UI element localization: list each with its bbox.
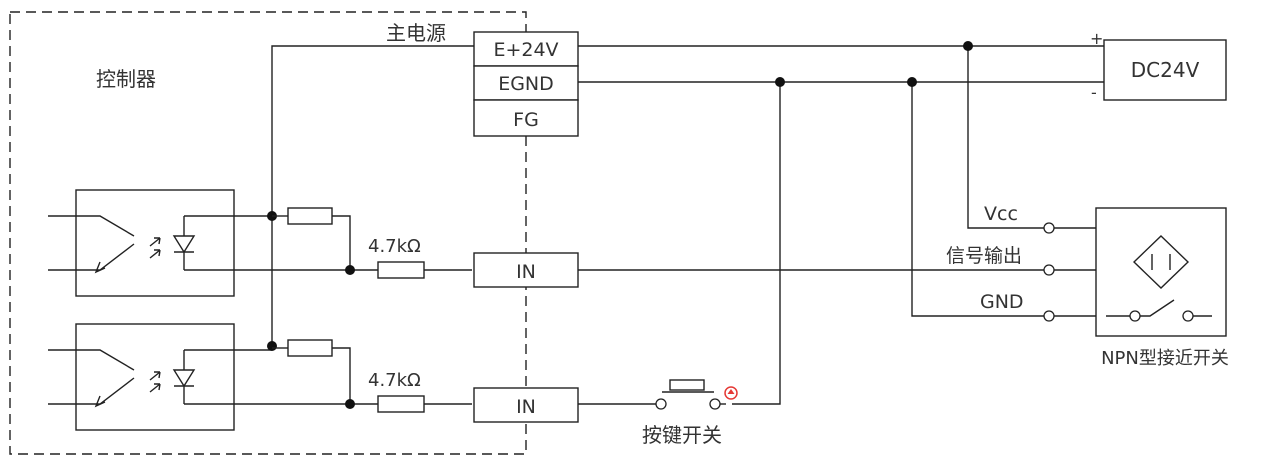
plus-sign: + [1090,29,1103,48]
resistor-pullup-2 [287,339,333,357]
dc24v-label: DC24V [1131,58,1200,82]
pin-vcc-label: Vcc [984,203,1018,225]
wire-button-return [732,82,781,405]
wire-24v-to-controller [271,45,474,346]
terminal-e24v: E+24V [493,39,558,61]
power-terminal-block: E+24V EGND FG [473,31,579,137]
junction-egnd-gnd [907,77,917,87]
terminal-fg: FG [513,109,539,131]
pin-gnd [1043,310,1055,322]
pin-signal [1043,264,1055,276]
pin-vcc [1043,222,1055,234]
junction-egnd-button [775,77,785,87]
sensor-icon [1132,235,1190,289]
pin-signal-label: 信号输出 [946,245,1022,267]
sensor-title: NPN型接近开关 [1101,348,1229,369]
junction-24v [963,41,973,51]
optocoupler-1 [48,189,472,297]
terminal-in-2 [473,387,579,423]
junction-opto1-in [345,265,355,275]
junction-opto2-in [345,399,355,409]
terminal-in-2-label: IN [516,396,536,418]
push-button-switch [655,379,738,410]
pin-gnd-label: GND [980,291,1024,313]
terminal-egnd: EGND [498,73,554,95]
optocoupler-2 [48,323,472,431]
main-power-label: 主电源 [386,21,446,45]
terminal-in-1-label: IN [516,261,536,283]
resistor-pullup-1 [287,207,333,225]
resistor-input-1 [377,261,425,279]
controller-boundary [9,11,527,455]
junction-opto2-top [267,341,277,351]
wire-gnd [911,82,1044,317]
button-label: 按键开关 [642,423,722,447]
wire-vcc [967,46,1044,229]
resistor-label-1: 4.7kΩ [368,236,421,257]
minus-sign: - [1091,83,1097,102]
dc24v-box [1103,39,1227,101]
resistor-input-2 [377,395,425,413]
controller-title: 控制器 [96,67,156,91]
resistor-label-2: 4.7kΩ [368,370,421,391]
